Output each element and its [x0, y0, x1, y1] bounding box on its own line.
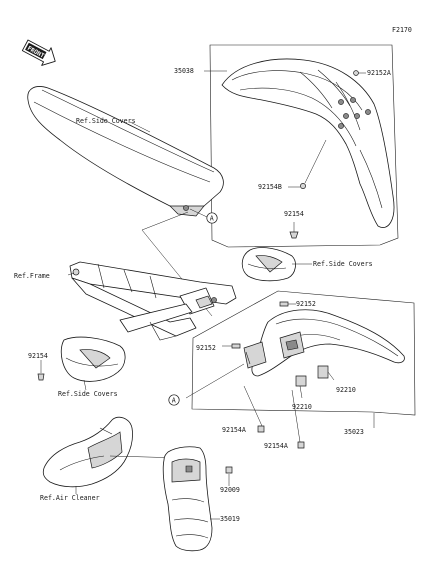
label-92154A-a: 92154A	[222, 426, 246, 434]
label-35038: 35038	[174, 67, 194, 75]
callout-a-1: A	[206, 212, 218, 224]
bolt-92154B	[300, 183, 306, 189]
front-fender-35038	[221, 58, 395, 228]
front-direction-badge: FRONT	[21, 39, 56, 66]
label-92210-a: 92210	[336, 386, 356, 394]
rear-fender-box	[191, 290, 416, 416]
subframe-rail-lower	[71, 277, 197, 337]
subframe-group	[67, 211, 237, 341]
label-92210-b: 92210	[292, 403, 312, 411]
rear-fender-35023	[251, 309, 405, 377]
label-92152A-top: 92152A	[367, 69, 391, 77]
label-92154A-b: 92154A	[264, 442, 288, 450]
front-fender-group	[204, 44, 399, 248]
left-side-cover-group	[37, 336, 126, 391]
svg-text:A: A	[172, 397, 176, 405]
right-side-cover-group	[241, 222, 312, 282]
seat-group	[27, 86, 224, 218]
air-cleaner-group	[42, 416, 185, 494]
mud-guard-group	[162, 446, 233, 552]
diagram-code: F2170	[392, 26, 412, 34]
label-92154B: 92154B	[258, 183, 282, 191]
label-35023: 35023	[344, 428, 364, 436]
svg-text:A: A	[210, 215, 214, 223]
label-92154-top: 92154	[284, 210, 304, 218]
label-ref-side-covers-left: Ref.Side Covers	[58, 390, 118, 398]
label-ref-side-covers-right: Ref.Side Covers	[313, 260, 373, 268]
screw-92154A-a	[257, 425, 265, 433]
label-ref-air-cleaner: Ref.Air Cleaner	[40, 494, 100, 502]
rear-fender-group	[185, 290, 416, 449]
screw-92152-top	[279, 301, 289, 307]
bolt-92154-top	[289, 231, 299, 239]
label-92152-rear-left: 92152	[196, 344, 216, 352]
screw-92009	[225, 466, 233, 474]
label-92154-left: 92154	[28, 352, 48, 360]
screw-92152-left	[231, 343, 241, 349]
screw-92154A-b	[297, 441, 305, 449]
label-ref-side-covers-seat: Ref.Side Covers	[76, 117, 136, 125]
label-92152-rear-top: 92152	[296, 300, 316, 308]
label-92009: 92009	[220, 486, 240, 494]
front-fender-box	[209, 44, 399, 248]
nut-92210-a	[295, 375, 307, 387]
callout-a-2: A	[168, 394, 180, 406]
nut-92152A	[353, 70, 359, 76]
air-cleaner-cover	[42, 416, 133, 488]
label-35019: 35019	[220, 515, 240, 523]
label-ref-frame: Ref.Frame	[14, 272, 50, 280]
nut-92210-b	[317, 365, 329, 379]
seat	[27, 86, 224, 211]
bolt-92154-left	[37, 373, 45, 381]
